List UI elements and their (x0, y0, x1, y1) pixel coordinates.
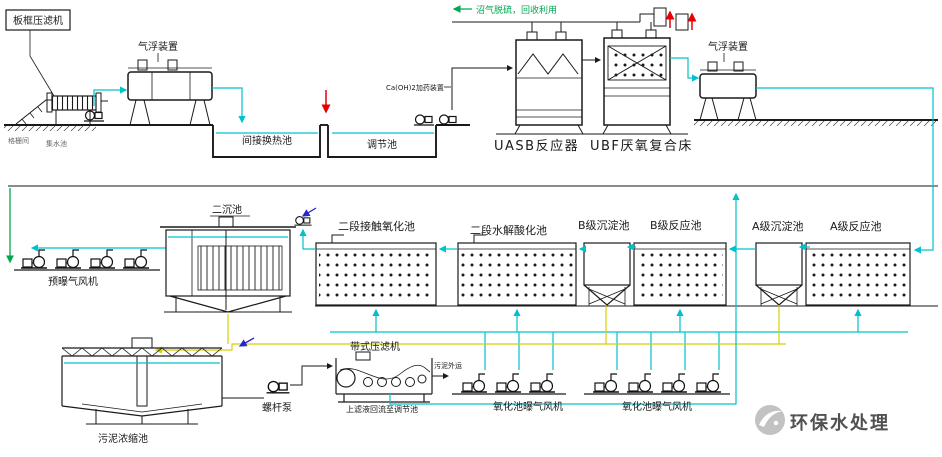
belt-filter-press: 带式压滤机 污泥外运 上滤液回流至调节池 (335, 192, 740, 414)
watermark-text: 环保水处理 (790, 412, 890, 434)
biogas-note-label: 沼气脱硫，回收利用 (476, 4, 557, 16)
screen-room-label: 格栅间 (8, 136, 29, 145)
hydrolysis-label: 二段水解酸化池 (470, 223, 547, 237)
screen-ramp (15, 99, 52, 125)
screw-pump: 螺杆泵 (222, 363, 333, 414)
blower-icon (494, 373, 522, 393)
screw-pump-label: 螺杆泵 (262, 402, 292, 414)
blower-icon (592, 373, 620, 393)
screw-pump-icon (266, 380, 290, 394)
plate-frame-filter-press: 板框压滤机 格栅间 集水池 (5, 9, 108, 148)
stage2-hydrolysis-tank: 二段水解酸化池 (457, 223, 577, 306)
b-sedimentation-tank: B级沉淀池 (578, 218, 631, 306)
secondary-clarifier: 二沉池 (160, 203, 317, 313)
dosing-note-label: Ca(OH)2加药装置 (386, 83, 444, 92)
stage2-contact-oxidation-tank: 二段接触氧化池 (315, 219, 437, 306)
watermark: 环保水处理 (755, 405, 890, 435)
b-reaction-tank: B级反应池 (633, 218, 727, 306)
blue-arrow-icon (238, 337, 255, 347)
ubf-label: UBF厌氧复合床 (590, 139, 693, 154)
oxidation-blowers-1: 氧化池曝气风机 (452, 373, 566, 413)
air-manifold (330, 308, 908, 370)
b-reaction-label: B级反应池 (650, 218, 702, 232)
thickener-label: 污泥浓缩池 (98, 432, 148, 445)
blower-icon (20, 249, 48, 269)
oxidation-blowers-2: 氧化池曝气风机 (584, 373, 730, 413)
oxidation-blower-2-label: 氧化池曝气风机 (622, 400, 692, 413)
air-flotation-right: 气浮装置 (670, 40, 757, 121)
lift-pump-icon (438, 114, 458, 126)
equalization-section: 间接换热池 调节池 Ca(OH)2加药装置 (242, 65, 513, 151)
contact-oxidation-label: 二段接触氧化池 (338, 219, 415, 233)
filtrate-return-label: 上滤液回流至调节池 (346, 404, 418, 414)
sludge-thickener: 污泥浓缩池 (61, 337, 255, 445)
sludge-lines (154, 305, 786, 354)
air-flotation-left: 气浮装置 (84, 40, 246, 126)
indirect-heat-pool-label: 间接换热池 (242, 134, 292, 147)
secondary-sed-label: 二沉池 (212, 203, 242, 216)
air-flotation-left-label: 气浮装置 (138, 40, 178, 53)
ground-profile (4, 119, 938, 158)
uasb-label: UASB反应器 (494, 138, 579, 154)
watermark-logo-icon (755, 405, 785, 435)
main-header-line (6, 87, 938, 264)
oxidation-blower-1-label: 氧化池曝气风机 (493, 400, 563, 413)
clarifier-feed-pump-icon (294, 216, 312, 226)
blower-icon (54, 249, 82, 269)
pre-aeration-blowers: 预曝气风机 (14, 244, 166, 288)
plate-frame-filter-label: 板框压滤机 (13, 14, 63, 27)
air-flotation-right-label: 气浮装置 (708, 40, 748, 53)
gas-vessel-icon (675, 13, 689, 31)
blower-icon (88, 249, 116, 269)
lift-pump-icon (414, 114, 434, 126)
blower-icon (528, 373, 556, 393)
a-sedimentation-tank: A级沉淀池 (752, 219, 804, 306)
b-sedimentation-label: B级沉淀池 (578, 218, 630, 232)
biogas-system: 沼气脱硫，回收利用 (452, 4, 697, 31)
pre-aeration-label: 预曝气风机 (48, 275, 98, 288)
sludge-out-label: 污泥外运 (434, 361, 462, 370)
feed-pump-icon (84, 110, 104, 122)
regulating-pool-label: 调节池 (367, 138, 397, 151)
blower-icon (122, 249, 150, 269)
ubf-bed: UBF厌氧复合床 (590, 22, 693, 154)
blower-icon (626, 373, 654, 393)
a-reaction-tank: A级反应池 (805, 219, 911, 306)
blower-icon (660, 373, 688, 393)
uasb-reactor: UASB反应器 (494, 22, 601, 154)
a-reaction-label: A级反应池 (830, 219, 882, 233)
a-sedimentation-label: A级沉淀池 (752, 219, 804, 233)
bio-tanks-row: 二段接触氧化池 二段水解酸化池 B级沉淀池 B级反应池 A级沉淀池 (299, 218, 938, 307)
blower-icon (694, 373, 722, 393)
gas-vessel-icon (653, 7, 667, 27)
blue-arrow-icon (301, 207, 317, 217)
blower-icon (460, 373, 488, 393)
collection-pool-label: 集水池 (46, 139, 67, 148)
belt-press-label: 带式压滤机 (350, 340, 400, 353)
